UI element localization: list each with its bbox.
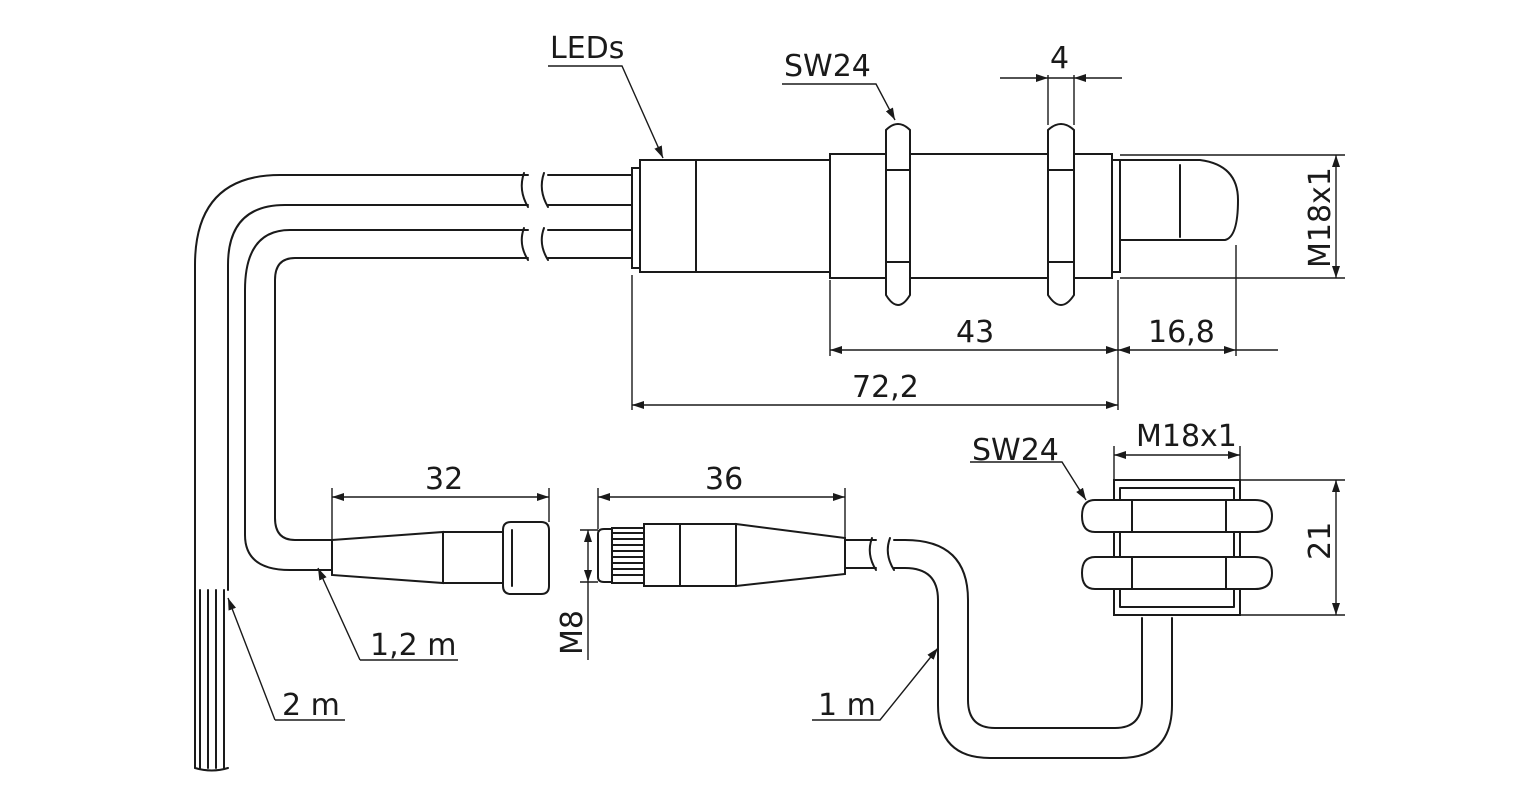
- top-sensor-nut-left: [885, 123, 911, 306]
- leader-leds: [548, 65, 664, 159]
- short-cable: [844, 537, 1173, 759]
- label-cable-2m: 2 m: [282, 688, 340, 723]
- label-dim-32: 32: [425, 462, 463, 497]
- label-dim-43: 43: [956, 315, 994, 350]
- top-sensor: [194, 123, 1240, 772]
- label-thread-top: M18x1: [1303, 167, 1338, 268]
- top-dimensions: [548, 65, 1345, 410]
- top-sensor-housing: [631, 153, 1240, 279]
- bottom-dimensions: [228, 446, 1345, 721]
- label-dim-36: 36: [705, 462, 743, 497]
- leader-sw24-top: [782, 83, 896, 121]
- label-sw24-bottom: SW24: [972, 433, 1059, 468]
- female-connector: [331, 521, 550, 595]
- label-cable-1m: 1 m: [818, 688, 876, 723]
- label-connector-thread: M8: [555, 610, 590, 655]
- label-dim-21: 21: [1303, 522, 1338, 560]
- top-sensor-cable: [194, 172, 633, 772]
- label-thread-bottom: M18x1: [1136, 419, 1237, 454]
- label-dim-72-2: 72,2: [852, 370, 919, 405]
- label-cable-1-2m: 1,2 m: [370, 628, 456, 663]
- label-dim-16-8: 16,8: [1148, 315, 1215, 350]
- top-sensor-nut-right: [1047, 123, 1075, 306]
- bottom-sensor: [1080, 479, 1274, 616]
- label-leds: LEDs: [550, 31, 624, 66]
- male-connector: [597, 522, 846, 588]
- label-sw24-top: SW24: [784, 49, 871, 84]
- m8-dimension: [580, 529, 598, 660]
- label-dim-4: 4: [1050, 41, 1069, 76]
